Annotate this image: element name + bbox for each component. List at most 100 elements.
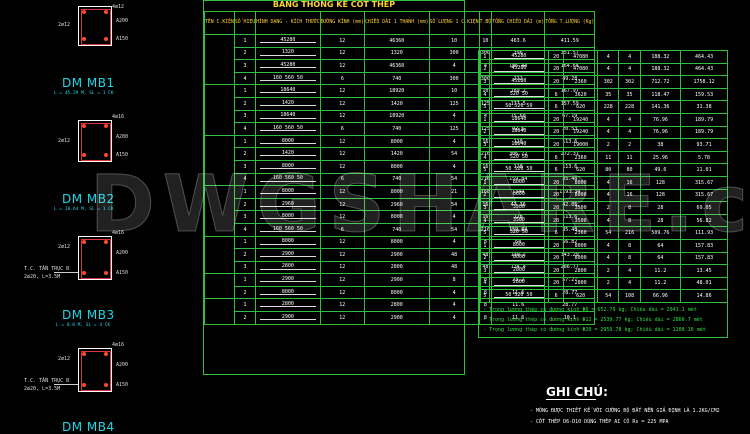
- table-cell: 125: [428, 96, 480, 111]
- member-group-cell: [204, 298, 235, 325]
- table-cell: 5: [480, 100, 490, 114]
- table-cell: 8000: [563, 251, 599, 266]
- table-cell: 228: [618, 100, 641, 114]
- table-cell: 20: [548, 138, 565, 152]
- table-cell: 4: [597, 125, 620, 140]
- table-cell: 188.32: [639, 50, 682, 64]
- table-cell: 12: [319, 134, 365, 149]
- rebar-shape: 45280: [488, 62, 550, 77]
- table-cell: 740: [363, 122, 430, 136]
- table-cell: 3: [480, 138, 490, 152]
- rebar-shape: 2800: [255, 260, 321, 275]
- rebar-tag: T.C. TẦN TRỤC B: [24, 266, 70, 272]
- col-header: T.BỘ: [478, 11, 493, 35]
- table-cell: 3: [233, 109, 257, 124]
- rebar-shape: 50 520 50: [488, 289, 550, 303]
- col-header: CHIỀU DÀI 1 THANH (mm): [363, 11, 430, 35]
- summary-line: - Trọng lượng thép có đường kính Φ20 = 2…: [483, 326, 706, 333]
- table-cell: 1: [233, 84, 257, 98]
- table-cell: 4: [428, 109, 480, 124]
- table-cell: 2: [233, 46, 257, 61]
- table-cell: 20: [548, 62, 565, 77]
- table-cell: 4: [428, 298, 480, 313]
- table-cell: 159.53: [680, 87, 728, 102]
- table-cell: 2: [597, 264, 620, 278]
- table-cell: 12: [319, 298, 365, 313]
- table-cell: 4: [597, 50, 620, 64]
- table-cell: 3: [233, 59, 257, 73]
- table-cell: 2900: [363, 273, 430, 287]
- beam-length: L = 8.0 M, SL = 4 CK: [56, 323, 111, 328]
- member-group-cell: [204, 273, 235, 299]
- table-cell: 4: [618, 276, 641, 291]
- rebar-shape: 45280: [255, 59, 321, 73]
- table-cell: 712.72: [639, 75, 682, 89]
- table-cell: 8: [478, 311, 493, 325]
- table-cell: 4: [597, 62, 620, 77]
- table-cell: 10: [478, 34, 493, 48]
- rebar-shape: 8000: [255, 285, 321, 300]
- table-cell: 4: [233, 122, 257, 136]
- table-cell: 2: [618, 138, 641, 152]
- table-cell: 10: [428, 84, 480, 98]
- table-cell: 12: [319, 84, 365, 98]
- table-cell: 13.45: [680, 264, 728, 278]
- table-cell: 6: [548, 87, 565, 102]
- table-cell: 20: [548, 264, 565, 278]
- table-cell: 12: [319, 260, 365, 275]
- table-cell: 6: [319, 71, 365, 86]
- watermark: DWGSHARE.com: [90, 160, 750, 251]
- table-cell: 20: [548, 75, 565, 89]
- rebar-tag: A150: [116, 382, 129, 388]
- table-cell: 2: [597, 276, 620, 291]
- table-cell: 20: [548, 50, 565, 64]
- rebar-shape: 160 560 50: [255, 222, 321, 237]
- table-cell: 1: [233, 298, 257, 313]
- table-cell: 4: [428, 285, 480, 300]
- member-group-cell: [204, 84, 235, 136]
- beam-length: L = 18.64 M, SL = 1 CK: [54, 207, 114, 212]
- table-cell: 35: [597, 87, 620, 102]
- rebar-shape: 8000: [255, 134, 321, 149]
- beam-outline: [78, 120, 112, 162]
- table-cell: 4: [618, 264, 641, 278]
- rebar-shape: 2900: [255, 273, 321, 287]
- table-cell: 8000: [363, 134, 430, 149]
- rebar-shape: 2900: [255, 248, 321, 262]
- table-cell: 12: [319, 46, 365, 61]
- beam-name: DM MB4: [62, 420, 115, 434]
- table-cell: 8: [428, 273, 480, 287]
- table-cell: 1: [480, 50, 490, 64]
- rebar-shape: 18640: [488, 125, 550, 140]
- table-cell: 4: [597, 251, 620, 266]
- rebar-tag: 2ø12: [58, 244, 71, 250]
- rebar-tag: 4ø16: [112, 114, 125, 120]
- table-cell: 20: [548, 125, 565, 140]
- stirrup: [81, 123, 111, 161]
- table-cell: 12: [319, 147, 365, 161]
- table-cell: 189.79: [680, 112, 728, 127]
- rebar-shape: 1420: [255, 147, 321, 161]
- table-cell: 2800: [563, 276, 599, 291]
- table-cell: 2: [233, 248, 257, 262]
- rebar-tag: 4ø12: [112, 4, 125, 10]
- table-cell: 108: [618, 289, 641, 303]
- table-cell: 20: [548, 251, 565, 266]
- rebar-shape: 2800: [488, 264, 550, 278]
- rebar-tag: A150: [116, 270, 129, 276]
- table-cell: 12: [319, 285, 365, 300]
- table-cell: 46360: [363, 34, 430, 48]
- table-cell: 3620: [563, 87, 599, 102]
- table-cell: 8: [618, 251, 641, 266]
- table-cell: 4: [233, 71, 257, 86]
- table-cell: 64: [639, 251, 682, 266]
- table-cell: 10: [428, 34, 480, 48]
- beam-section-mb3: 4ø16 2ø12 A200 A150 T.C. TẦN TRỤC B 2ø20…: [20, 228, 160, 328]
